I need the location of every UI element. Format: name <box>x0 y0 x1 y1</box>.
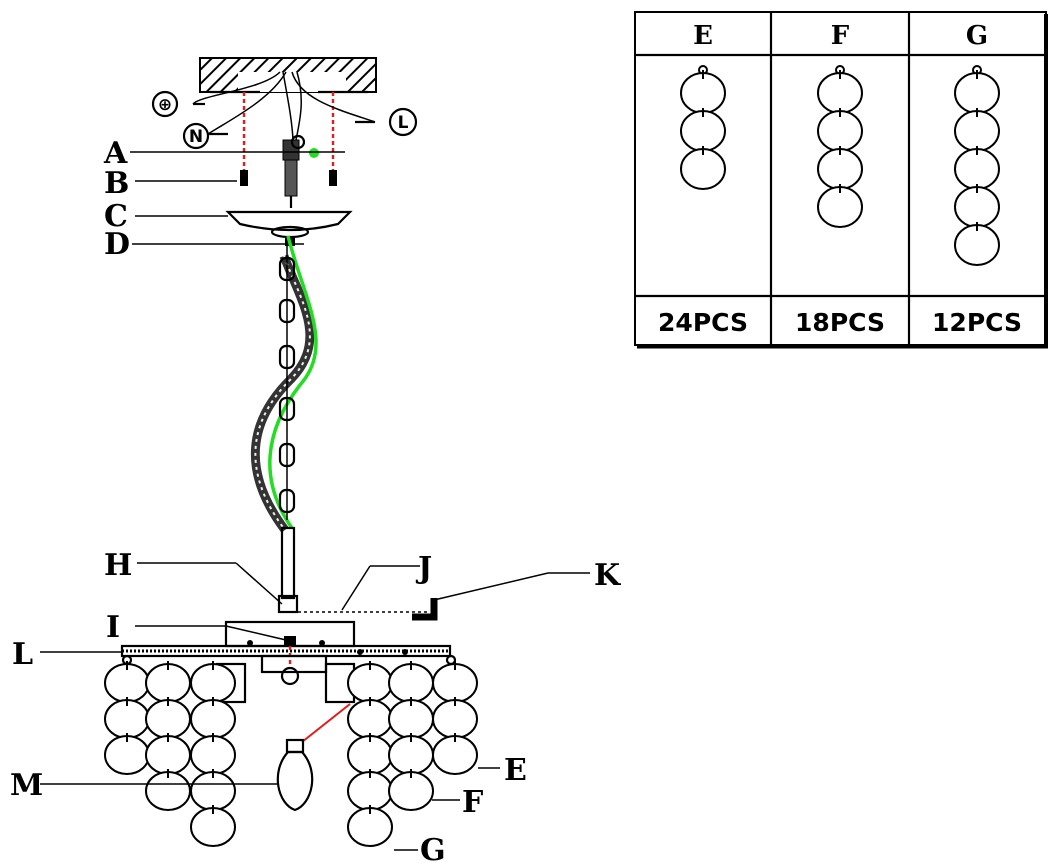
label-m: M <box>10 768 43 803</box>
crystal-strand <box>388 661 434 811</box>
leader-i2 <box>225 625 287 641</box>
label-c: C <box>104 199 128 234</box>
table-header-g: G <box>966 21 988 51</box>
crystal-drops <box>104 661 478 847</box>
crystal-strand <box>190 661 236 847</box>
label-d: D <box>104 227 130 262</box>
light-bulb <box>276 703 351 812</box>
ground-wire-symbol: ⊕ <box>151 90 179 118</box>
label-k: K <box>594 558 621 593</box>
ring-chain-g <box>954 70 1000 266</box>
body-housing <box>224 620 356 648</box>
live-wire-symbol: L <box>388 107 418 137</box>
chain-and-cable <box>250 235 318 533</box>
label-f: F <box>462 785 483 820</box>
ring-chain-f <box>817 70 863 228</box>
leader-j2 <box>341 565 371 611</box>
canopy <box>225 210 353 232</box>
table-ring-illustrations <box>680 65 1000 266</box>
parts-table: E F G 24PCS 18PCS 12PCS <box>634 11 1048 349</box>
label-e: E <box>504 753 527 788</box>
crystal-strand <box>347 661 393 847</box>
neutral-wire-symbol: N <box>182 122 210 150</box>
down-rod <box>277 526 299 614</box>
neutral-symbol-text: N <box>189 127 203 147</box>
hook-assembly <box>282 134 319 208</box>
label-g: G <box>420 833 446 863</box>
mounting-screws <box>240 170 337 186</box>
table-header-e: E <box>693 21 713 51</box>
ground-symbol-text: ⊕ <box>158 95 172 115</box>
label-b: B <box>104 166 129 201</box>
label-i: I <box>106 610 120 645</box>
label-a: A <box>103 136 128 171</box>
table-header-f: F <box>831 21 850 51</box>
leader-k <box>433 572 549 601</box>
crystal-strand <box>104 661 150 775</box>
screw-guides <box>242 92 335 178</box>
label-l: L <box>12 637 33 672</box>
ring-chain-e <box>680 70 726 190</box>
live-symbol-text: L <box>398 113 409 133</box>
wrench-k <box>412 598 438 621</box>
label-h: H <box>104 548 132 583</box>
leader-h2 <box>235 562 283 605</box>
crystal-strand <box>432 661 478 775</box>
table-count-f: 18PCS <box>795 308 885 337</box>
crystal-strand <box>145 661 191 811</box>
ceiling <box>199 57 377 94</box>
table-count-e: 24PCS <box>658 308 748 337</box>
label-j: J <box>415 551 432 586</box>
supply-wires <box>192 71 376 141</box>
table-count-g: 12PCS <box>932 308 1022 337</box>
